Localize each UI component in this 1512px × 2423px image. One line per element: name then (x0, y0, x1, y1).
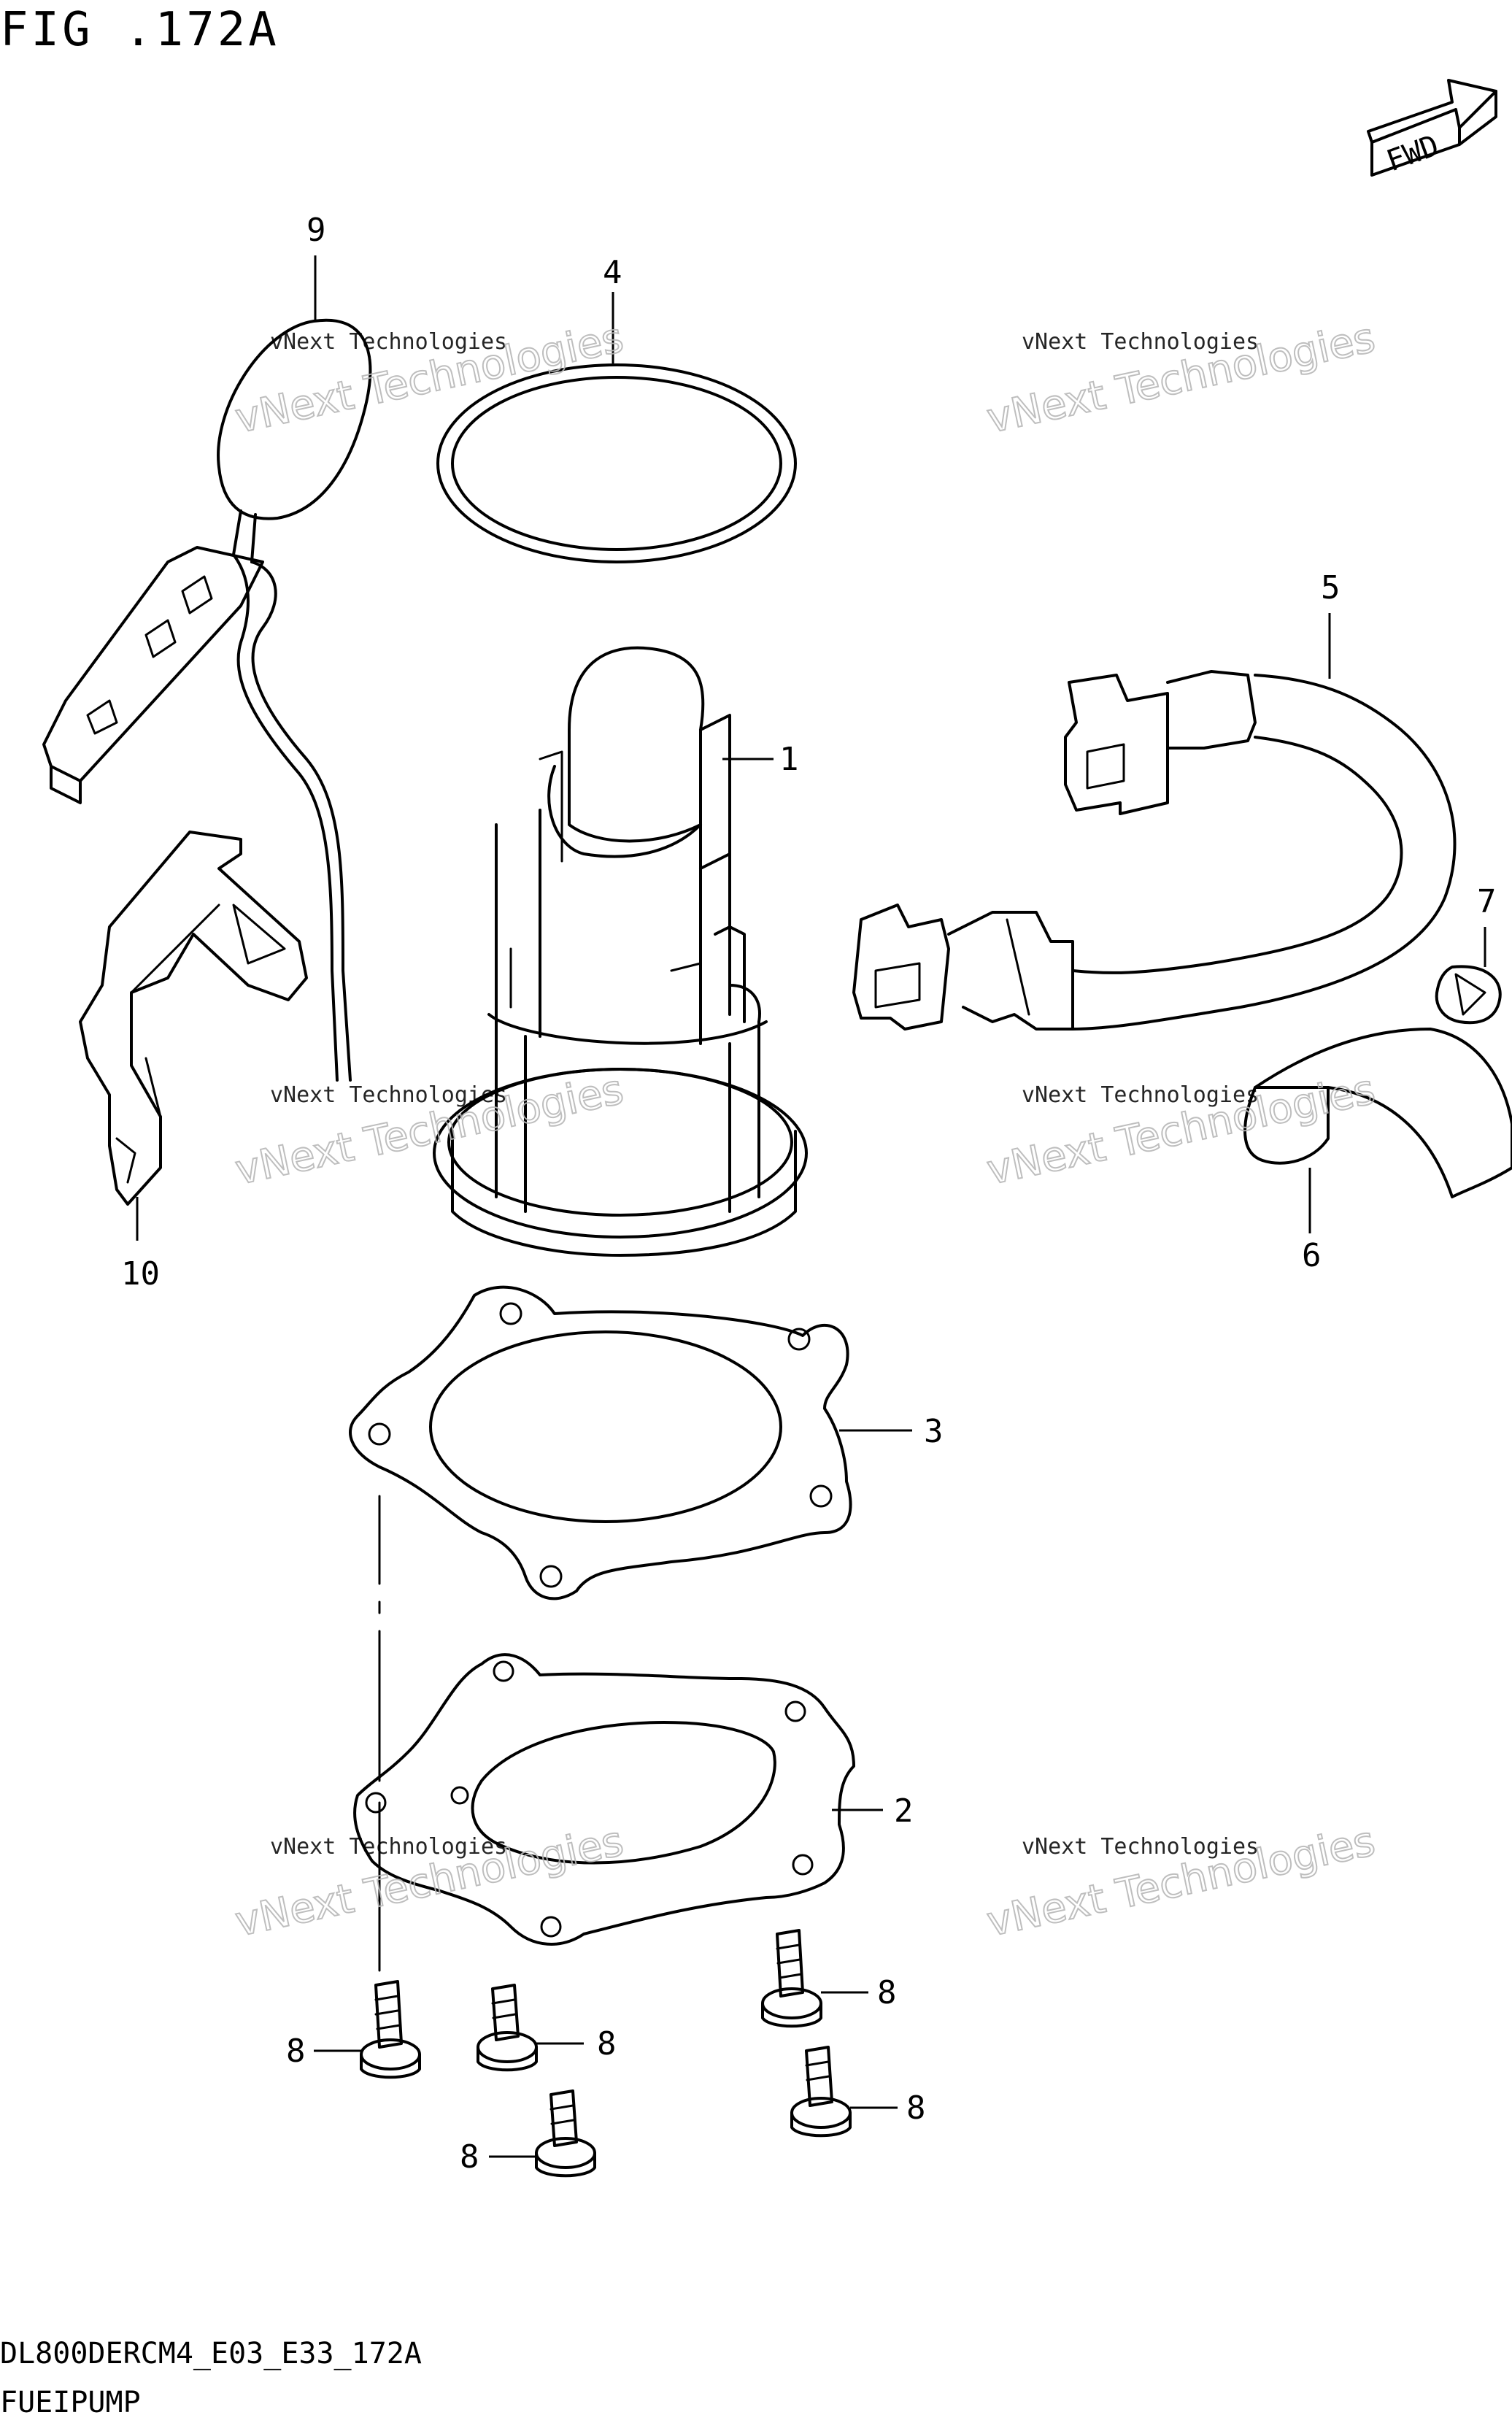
callout-7: 7 (1477, 883, 1497, 920)
svg-text:vNext Technologies: vNext Technologies (270, 329, 507, 355)
figure-title: FIG .172A (0, 3, 279, 57)
hose-part-5 (852, 670, 1457, 1031)
callout-8-c: 8 (877, 1974, 897, 2011)
callout-10: 10 (121, 1255, 160, 1293)
bolt-part-8-a (360, 1980, 421, 2079)
plate-part-2 (353, 1653, 855, 1946)
band-part-6 (1243, 1028, 1512, 1198)
bolt-part-8-d (790, 2046, 852, 2138)
diagram-code: DL800DERCM4_E03_E33_172A (0, 2337, 422, 2370)
callout-2: 2 (894, 1792, 914, 1830)
svg-text:vNext Technologies: vNext Technologies (1022, 1834, 1259, 1860)
callout-3: 3 (924, 1413, 944, 1450)
callout-4: 4 (603, 254, 622, 291)
diagram-name: FUEIPUMP (0, 2386, 141, 2419)
callout-6: 6 (1302, 1237, 1322, 1274)
fwd-arrow-icon: FWD (1367, 79, 1497, 178)
svg-text:vNext Technologies: vNext Technologies (270, 1082, 507, 1108)
callout-5: 5 (1321, 569, 1341, 606)
bolt-part-8-c (761, 1929, 822, 2028)
level-sender-part-9 (42, 318, 372, 1082)
fuel-pump-part-1 (433, 646, 808, 1257)
callout-8-a: 8 (286, 2033, 306, 2070)
svg-text:vNext Technologies: vNext Technologies (1022, 329, 1259, 355)
svg-text:vNext Technologies: vNext Technologies (1022, 1082, 1259, 1108)
bracket-part-10 (79, 831, 308, 1206)
svg-text:vNext Technologies: vNext Technologies (270, 1834, 507, 1860)
gasket-part-3 (349, 1285, 852, 1600)
o-ring-part-4 (436, 363, 797, 563)
callout-8-d: 8 (906, 2089, 926, 2127)
bolt-part-8-b (477, 1984, 538, 2072)
callout-9: 9 (306, 212, 326, 249)
bolt-part-8-e (535, 2089, 596, 2178)
callout-8-b: 8 (597, 2025, 617, 2062)
callout-1: 1 (779, 741, 799, 778)
screw-part-7 (1435, 965, 1502, 1025)
watermark: vNext Technologies vNext Technologies vN… (231, 313, 1380, 1946)
callout-8-e: 8 (460, 2138, 479, 2176)
